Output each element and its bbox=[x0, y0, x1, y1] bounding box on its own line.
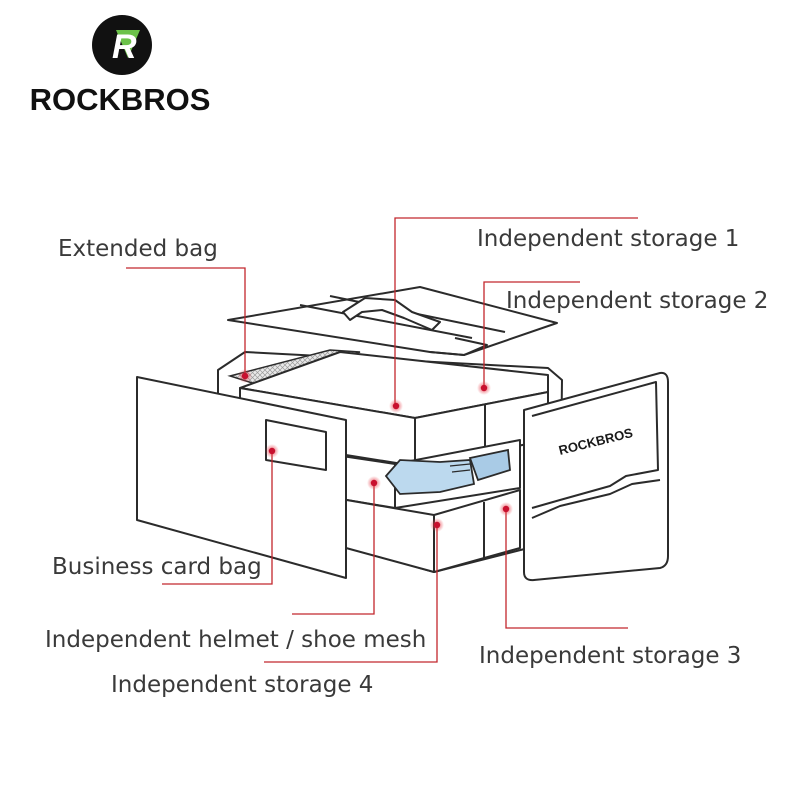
marker-business-card bbox=[268, 447, 276, 455]
leader-lines bbox=[126, 217, 638, 663]
brand-wordmark: ROCKBROS bbox=[30, 82, 211, 117]
lid-line-1 bbox=[299, 304, 473, 339]
bag-illustration: ROCKBROS bbox=[136, 286, 669, 582]
leader-helmet-shoe bbox=[292, 483, 375, 615]
marker-helmet-shoe bbox=[370, 479, 378, 487]
label-storage-4: Independent storage 4 bbox=[111, 672, 373, 698]
marker-extended-bag bbox=[241, 372, 249, 380]
right-door-panel bbox=[523, 371, 669, 582]
bag-lid bbox=[227, 286, 558, 356]
marker-storage-2 bbox=[480, 384, 488, 392]
marker-storage-3 bbox=[502, 505, 510, 513]
logo-green-stroke bbox=[116, 30, 140, 58]
helmet-shoe-mesh bbox=[384, 448, 511, 495]
label-extended-bag: Extended bag bbox=[58, 236, 218, 262]
marker-storage-4 bbox=[433, 521, 441, 529]
shoe-right bbox=[468, 448, 511, 482]
right-panel-pocket bbox=[531, 479, 661, 519]
leader-storage-4 bbox=[264, 525, 438, 663]
storage-3-front bbox=[433, 489, 521, 573]
leader-extended-bag bbox=[126, 267, 246, 375]
logo-mark-letter: R bbox=[112, 28, 137, 66]
marker-dots bbox=[238, 369, 513, 532]
leader-business-card bbox=[162, 452, 273, 585]
brand-logo: R ROCKBROS bbox=[30, 15, 211, 117]
shoe-lace bbox=[449, 463, 471, 473]
shoe-left bbox=[384, 459, 476, 495]
label-helmet-shoe-mesh: Independent helmet / shoe mesh bbox=[45, 627, 426, 653]
label-storage-2: Independent storage 2 bbox=[506, 288, 768, 314]
label-storage-3: Independent storage 3 bbox=[479, 643, 741, 669]
marker-storage-1 bbox=[392, 402, 400, 410]
right-panel-inner bbox=[531, 381, 659, 509]
label-storage-1: Independent storage 1 bbox=[477, 226, 739, 252]
leader-storage-3 bbox=[505, 509, 628, 629]
lid-fold bbox=[429, 337, 488, 356]
lid-handle bbox=[342, 297, 441, 331]
leader-storage-1 bbox=[394, 217, 638, 405]
label-business-card-bag: Business card bag bbox=[52, 554, 262, 580]
leader-storage-2 bbox=[483, 281, 580, 387]
business-card-pocket bbox=[265, 419, 327, 471]
callout-labels: Extended bag Independent storage 1 Indep… bbox=[45, 226, 768, 698]
